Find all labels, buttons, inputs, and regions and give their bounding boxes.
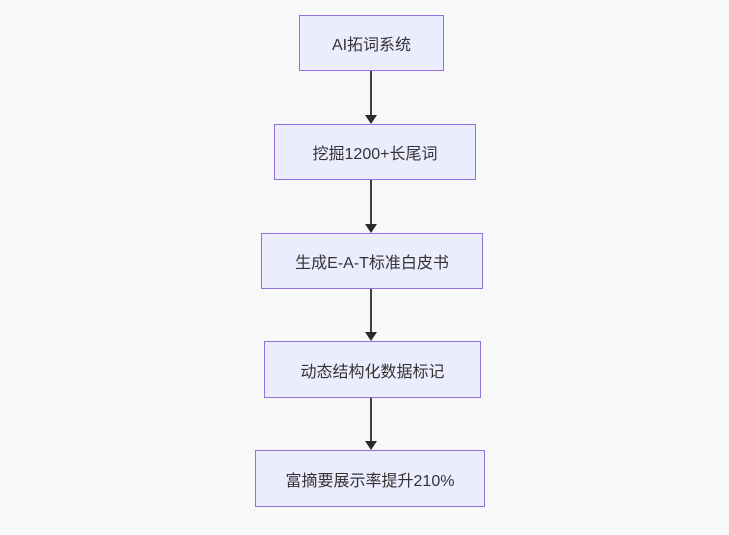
- flowchart-arrow-3: [365, 289, 377, 341]
- arrow-head-icon: [365, 332, 377, 341]
- flowchart-node-rich-snippet-result: 富摘要展示率提升210%: [255, 450, 485, 507]
- flowchart-node-eat-whitepaper: 生成E-A-T标准白皮书: [261, 233, 483, 289]
- node-label: AI拓词系统: [331, 37, 412, 54]
- arrow-line: [370, 289, 372, 334]
- node-label: 生成E-A-T标准白皮书: [295, 255, 449, 272]
- flowchart-arrow-2: [365, 180, 377, 233]
- flowchart-arrow-1: [365, 71, 377, 124]
- node-label: 富摘要展示率提升210%: [285, 472, 455, 490]
- arrow-line: [370, 180, 372, 226]
- flowchart-node-ai-expansion-system: AI拓词系统: [299, 15, 444, 71]
- node-label: 动态结构化数据标记: [300, 363, 445, 381]
- node-label: 挖掘1200+长尾词: [312, 146, 438, 163]
- flowchart-node-structured-data-markup: 动态结构化数据标记: [264, 341, 481, 398]
- flowchart-node-longtail-mining: 挖掘1200+长尾词: [274, 124, 476, 180]
- arrow-head-icon: [365, 115, 377, 124]
- arrow-head-icon: [365, 224, 377, 233]
- arrow-head-icon: [365, 441, 377, 450]
- arrow-line: [370, 71, 372, 117]
- flowchart-arrow-4: [365, 398, 377, 450]
- arrow-line: [370, 398, 372, 443]
